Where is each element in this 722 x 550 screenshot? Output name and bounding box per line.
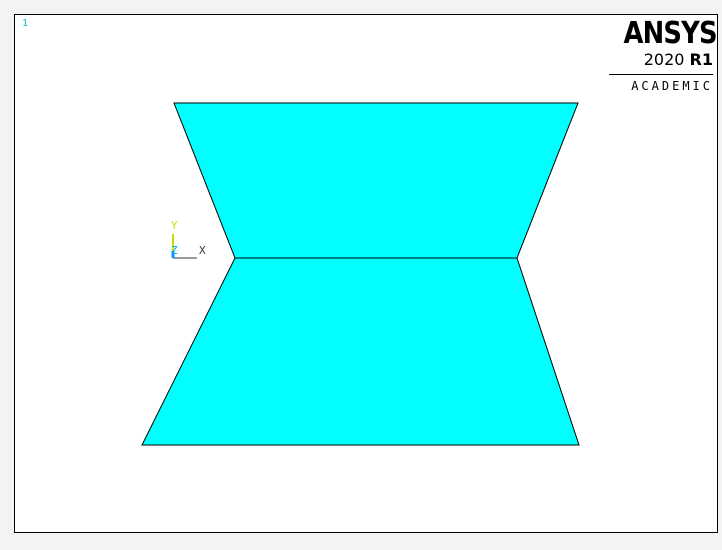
model-canvas[interactable]: Y Z X [15, 15, 719, 534]
brand-release: 2020 R1 [609, 51, 713, 69]
release-tag: R1 [689, 50, 713, 69]
area-lower-trapezoid[interactable] [141, 257, 580, 446]
brand-edition: ACADEMIC [631, 79, 713, 93]
release-year: 2020 [643, 50, 685, 69]
graphics-viewport[interactable]: 1 ANSYS 2020 R1 ACADEMIC Y Z X [14, 14, 718, 533]
triad-y-label: Y [171, 219, 178, 232]
area-upper-trapezoid[interactable] [173, 102, 579, 259]
triad-z-label: Z [171, 244, 178, 257]
triad-x-label: X [199, 244, 206, 257]
brand-name: ANSYS [623, 16, 718, 51]
coordinate-triad: Y Z X [171, 219, 206, 259]
window-number-label: 1 [22, 18, 29, 29]
ansys-logo: ANSYS 2020 R1 ACADEMIC [609, 16, 718, 93]
brand-divider [609, 74, 713, 75]
